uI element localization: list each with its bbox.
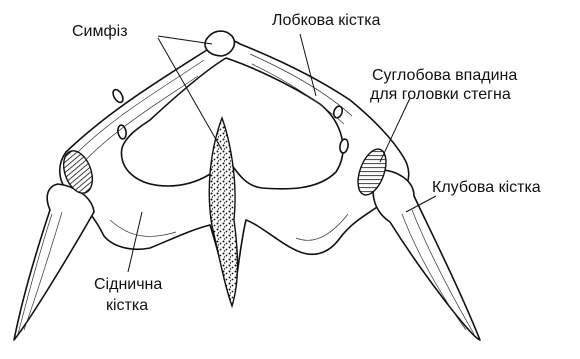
symphysis-leader-1 (158, 36, 212, 44)
label-acetabulum-line2: для головки стегна (370, 86, 511, 103)
left-ilium (14, 184, 94, 340)
label-ischium-line1: Сіднична (94, 276, 162, 293)
label-ilium: Клубова кістка (432, 179, 541, 196)
label-symphysis: Симфіз (72, 23, 128, 40)
label-ischium-line2: кістка (106, 297, 148, 314)
label-acetabulum-line1: Суглобова впадина (372, 67, 517, 84)
label-pubic-bone: Лобкова кістка (272, 12, 381, 29)
